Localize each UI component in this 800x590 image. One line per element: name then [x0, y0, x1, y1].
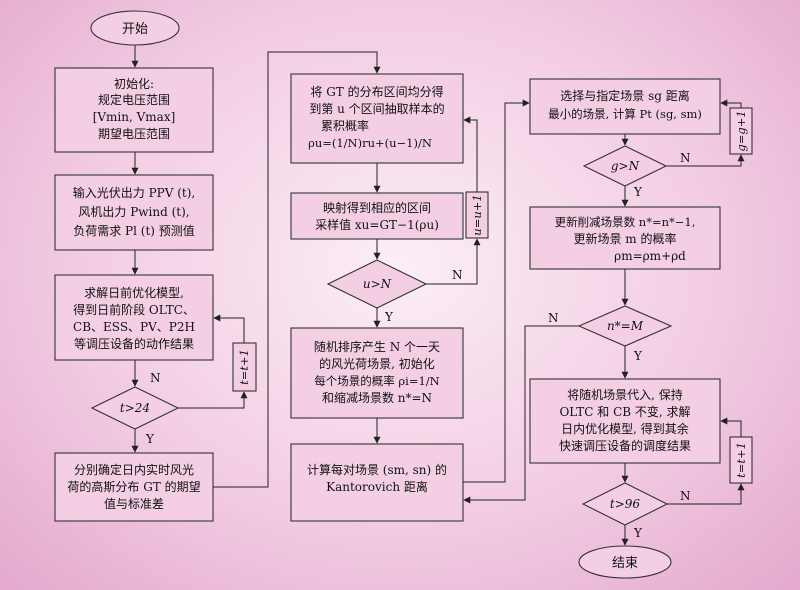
uN-yes-label: Y [384, 310, 394, 324]
t24-yes-label: Y [145, 432, 155, 446]
t24-label: t>24 [120, 401, 150, 415]
map-box [290, 192, 464, 240]
t96-yes-label: Y [633, 526, 643, 540]
input-line-1: 输入光伏出力 PPV (t), [73, 185, 195, 200]
sort-line-2: 的风光荷场景, 初始化 [319, 356, 435, 371]
tinc2-label: t=t+1 [734, 442, 748, 478]
dayahead-line-1: 求解日前优化模型, [84, 285, 184, 300]
uinc-label: u=u+1 [470, 194, 484, 235]
update-box [529, 206, 721, 270]
nM-no-label: N [548, 311, 559, 325]
edge-t24-tinc1 [178, 391, 248, 409]
select-line-2: 最小的场景, 计算 Pt (sg, sm) [548, 107, 702, 121]
gN-yes-label: Y [633, 185, 643, 199]
dayahead-line-2: 得到日前阶段 OLTC、 [73, 302, 195, 317]
sort-line-4: 和缩减场景数 n*=N [322, 390, 432, 405]
edge-kanto-select [463, 99, 530, 483]
start-label: 开始 [122, 22, 148, 37]
intraday-line-4: 快速调压设备的调度结果 [559, 438, 691, 453]
end-terminal [578, 545, 672, 579]
nM-label: n*=M [607, 319, 644, 333]
edge-tinc2-intraday [720, 417, 742, 437]
t24-no-label: N [150, 371, 161, 385]
input-line-3: 负荷需求 Pl (t) 预测值 [73, 223, 195, 238]
gauss-line-3: 值与标准差 [104, 496, 164, 511]
kanto-line-2: Kantorovich 距离 [326, 479, 428, 494]
edge-gauss-split [213, 51, 381, 488]
dayahead-box [54, 274, 214, 361]
gauss-box [54, 452, 214, 522]
split-line-2: 到第 u 个区间抽取样本的 [309, 101, 444, 116]
gN-no-label: N [680, 151, 691, 165]
kanto-box [290, 443, 464, 522]
dayahead-line-3: CB、ESS、PV、P2H [73, 320, 195, 334]
gauss-line-1: 分别确定日内实时风光 [74, 462, 194, 477]
update-line-2: 更新场景 m 的概率 [573, 231, 676, 246]
select-box [529, 78, 721, 135]
ginc-label: g=g+1 [734, 110, 748, 151]
edge-uN-uinc [426, 238, 481, 285]
split-line-3: 累积概率 [321, 118, 369, 133]
tinc1-label: t=t+1 [237, 349, 251, 385]
uN-no-label: N [452, 268, 463, 282]
split-line-4: ρu=(1/N)ru+(u−1)/N [308, 136, 432, 150]
intraday-line-3: 日内优化模型, 得到其余 [561, 421, 689, 436]
input-box [54, 174, 214, 251]
uN-label: u>N [363, 277, 392, 291]
init-line-2: 规定电压范围 [98, 92, 170, 107]
map-line-1: 映射得到相应的区间 [323, 200, 431, 215]
edge-tinc1-dayahead [213, 314, 245, 343]
update-line-1: 更新削减场景数 n*=n*−1, [555, 215, 696, 229]
connectors [131, 45, 745, 546]
edge-uinc-split [463, 116, 478, 192]
gN-label: g>N [611, 159, 640, 173]
select-line-1: 选择与指定场景 sg 距离 [560, 88, 689, 103]
split-line-1: 将 GT 的分布区间均分得 [310, 84, 443, 99]
edge-ginc-select [720, 99, 742, 108]
map-line-2: 采样值 xu=GT−1(ρu) [315, 217, 439, 232]
input-line-2: 风机出力 Pwind (t), [78, 205, 189, 219]
intraday-line-1: 将随机场景代入, 保持 [567, 387, 683, 402]
nM-yes-label: Y [633, 349, 643, 363]
intraday-line-2: OLTC 和 CB 不变, 求解 [559, 404, 690, 419]
init-box [54, 67, 214, 153]
sort-line-3: 每个场景的概率 ρi=1/N [314, 374, 439, 388]
t96-no-label: N [680, 489, 691, 503]
kanto-line-1: 计算每对场景 (sm, sn) 的 [307, 462, 447, 477]
intraday-box [529, 378, 721, 464]
edge-gN-ginc [666, 154, 745, 167]
update-line-3: ρm=ρm+ρd [614, 249, 686, 263]
init-line-4: 期望电压范围 [98, 127, 170, 141]
gauss-line-2: 荷的高斯分布 GT 的期望 [67, 479, 200, 494]
sort-line-1: 随机排序产生 N 个一天 [314, 339, 440, 354]
edge-t96-tinc2 [667, 483, 745, 505]
sort-box [290, 327, 464, 419]
init-line-1: 初始化: [114, 77, 154, 91]
dayahead-line-4: 等调压设备的动作结果 [74, 336, 194, 351]
edge-nM-kanto [463, 325, 579, 504]
t96-label: t>96 [610, 497, 641, 511]
init-line-3: [Vmin, Vmax] [93, 110, 176, 124]
end-label: 结束 [612, 556, 638, 571]
